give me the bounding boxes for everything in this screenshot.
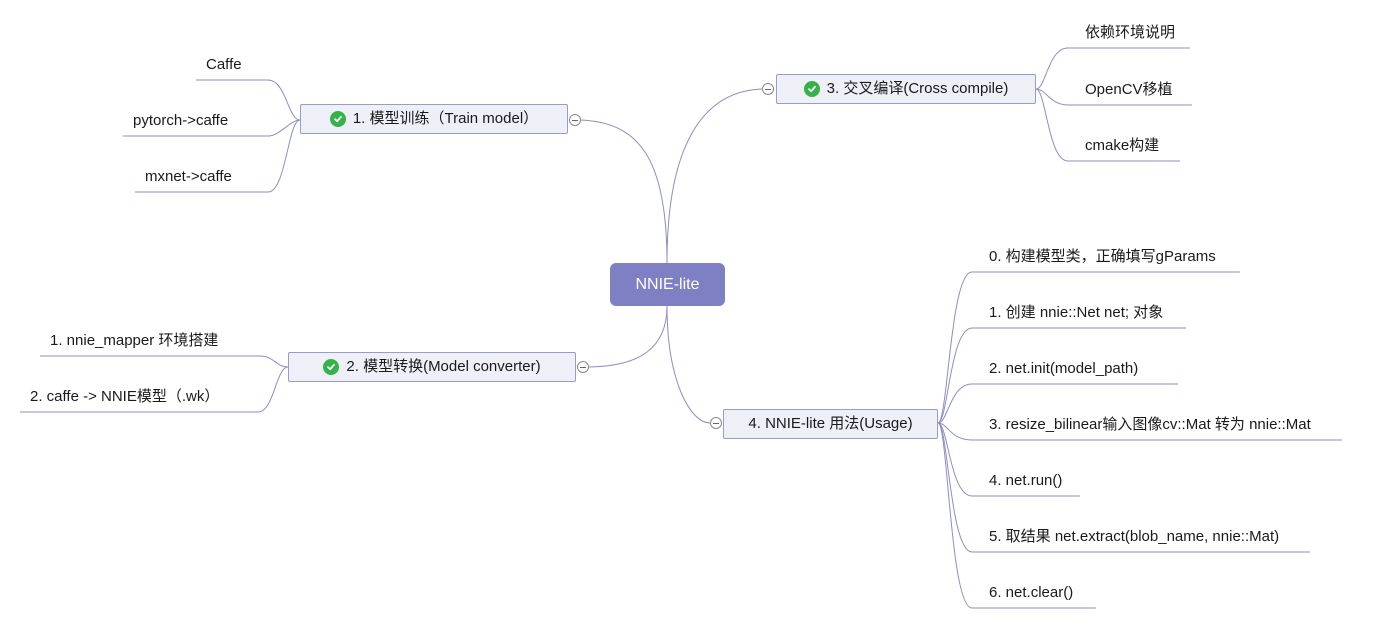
branch-label: 3. 交叉编译(Cross compile): [826, 80, 1009, 97]
branch-model-converter[interactable]: 2. 模型转换(Model converter): [288, 352, 576, 382]
link-root-branch-4: [666, 305, 711, 424]
root-node[interactable]: NNIE-lite: [610, 263, 725, 306]
link-b4-c2: [937, 327, 1186, 424]
branch-label: 1. 模型训练（Train model）: [352, 110, 539, 127]
link-b1-c1: [196, 79, 301, 121]
leaf-item[interactable]: 5. 取结果 net.extract(blob_name, nnie::Mat): [989, 528, 1280, 545]
branch-label: 2. 模型转换(Model converter): [346, 358, 541, 375]
link-b4-c3: [937, 383, 1178, 424]
link-b2-c2: [20, 366, 289, 413]
link-b3-c1: [1035, 47, 1190, 90]
root-label: NNIE-lite: [635, 276, 700, 293]
link-b2-c1: [40, 355, 289, 368]
leaf-item[interactable]: 2. net.init(model_path): [989, 360, 1139, 377]
collapse-minus-icon[interactable]: [762, 83, 774, 95]
leaf-item[interactable]: 依赖环境说明: [1085, 24, 1176, 41]
leaf-item[interactable]: 4. net.run(): [989, 472, 1063, 489]
collapse-minus-icon[interactable]: [569, 114, 581, 126]
leaf-item[interactable]: OpenCV移植: [1085, 81, 1173, 98]
leaf-item[interactable]: 3. resize_bilinear输入图像cv::Mat 转为 nnie::M…: [989, 416, 1311, 433]
leaf-item[interactable]: cmake构建: [1085, 137, 1160, 154]
link-b4-c5: [937, 422, 1080, 497]
leaf-item[interactable]: Caffe: [206, 56, 242, 73]
leaf-item[interactable]: 1. nnie_mapper 环境搭建: [50, 332, 219, 349]
link-b1-c2: [123, 119, 301, 137]
link-b4-c7: [937, 422, 1096, 609]
link-b3-c3: [1035, 88, 1180, 162]
check-circle-icon: [803, 81, 820, 97]
branch-cross-compile[interactable]: 3. 交叉编译(Cross compile): [776, 74, 1036, 104]
link-root-branch-1: [579, 119, 668, 264]
link-b4-c4: [937, 422, 1342, 441]
link-b3-c2: [1035, 88, 1192, 106]
leaf-item[interactable]: 0. 构建模型类，正确填写gParams: [989, 248, 1216, 265]
link-root-branch-3: [666, 88, 765, 264]
branch-usage[interactable]: 4. NNIE-lite 用法(Usage): [723, 409, 938, 439]
leaf-item[interactable]: mxnet->caffe: [145, 168, 232, 185]
leaf-item[interactable]: 1. 创建 nnie::Net net; 对象: [989, 304, 1164, 321]
leaf-item[interactable]: pytorch->caffe: [133, 112, 229, 129]
link-b4-c1: [937, 271, 1240, 424]
link-b1-c3: [135, 119, 301, 193]
link-b4-c6: [937, 422, 1310, 553]
collapse-minus-icon[interactable]: [710, 417, 722, 429]
collapse-minus-icon[interactable]: [577, 361, 589, 373]
branch-label: 4. NNIE-lite 用法(Usage): [748, 415, 913, 432]
leaf-item[interactable]: 2. caffe -> NNIE模型（.wk）: [30, 388, 220, 405]
leaf-item[interactable]: 6. net.clear(): [989, 584, 1074, 601]
branch-train-model[interactable]: 1. 模型训练（Train model）: [300, 104, 568, 134]
check-circle-icon: [329, 111, 346, 127]
link-root-branch-2: [585, 305, 668, 368]
check-circle-icon: [323, 359, 340, 375]
